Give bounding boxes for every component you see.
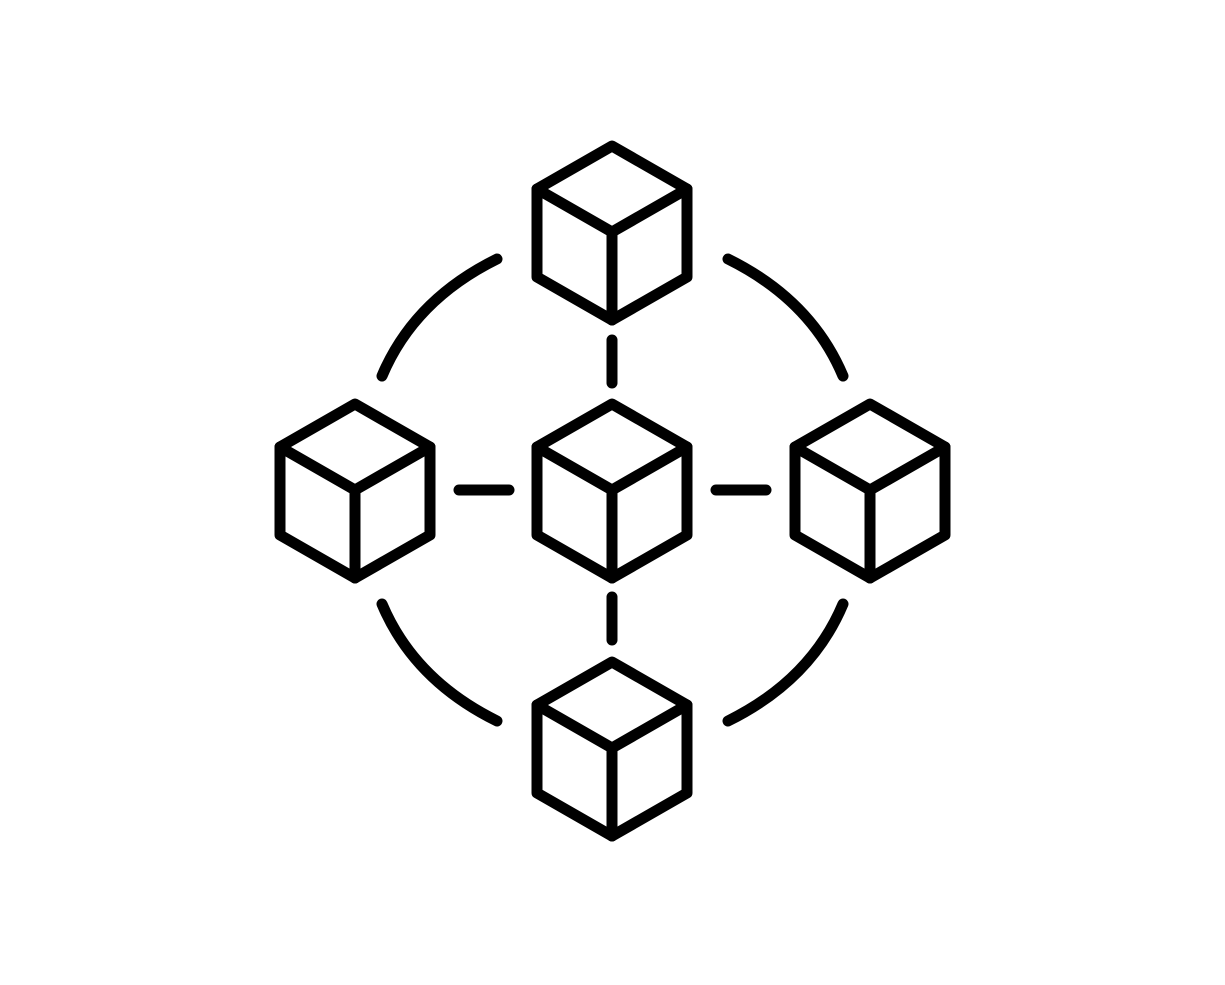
- cube-top-face-edge: [531, 183, 693, 238]
- cube-node-bottom-icon: [531, 656, 693, 842]
- cube-node-top-icon: [531, 140, 693, 326]
- ring-arc-bottom-left: [376, 598, 503, 727]
- cube-node-center-icon: [531, 398, 693, 584]
- cube-top-face-edge: [531, 699, 693, 754]
- cube-top-face-edge: [531, 441, 693, 496]
- node-links: [453, 334, 772, 646]
- ring-arc-top-right: [722, 253, 849, 382]
- cube-top-face-edge: [789, 441, 951, 496]
- cube-nodes: [274, 140, 951, 842]
- ring-arc-top-left: [376, 253, 503, 382]
- ring-arc-bottom-right: [722, 598, 849, 727]
- cube-node-left-icon: [274, 398, 436, 584]
- ring-arcs: [376, 253, 849, 727]
- cube-node-right-icon: [789, 398, 951, 584]
- cube-top-face-edge: [274, 441, 436, 496]
